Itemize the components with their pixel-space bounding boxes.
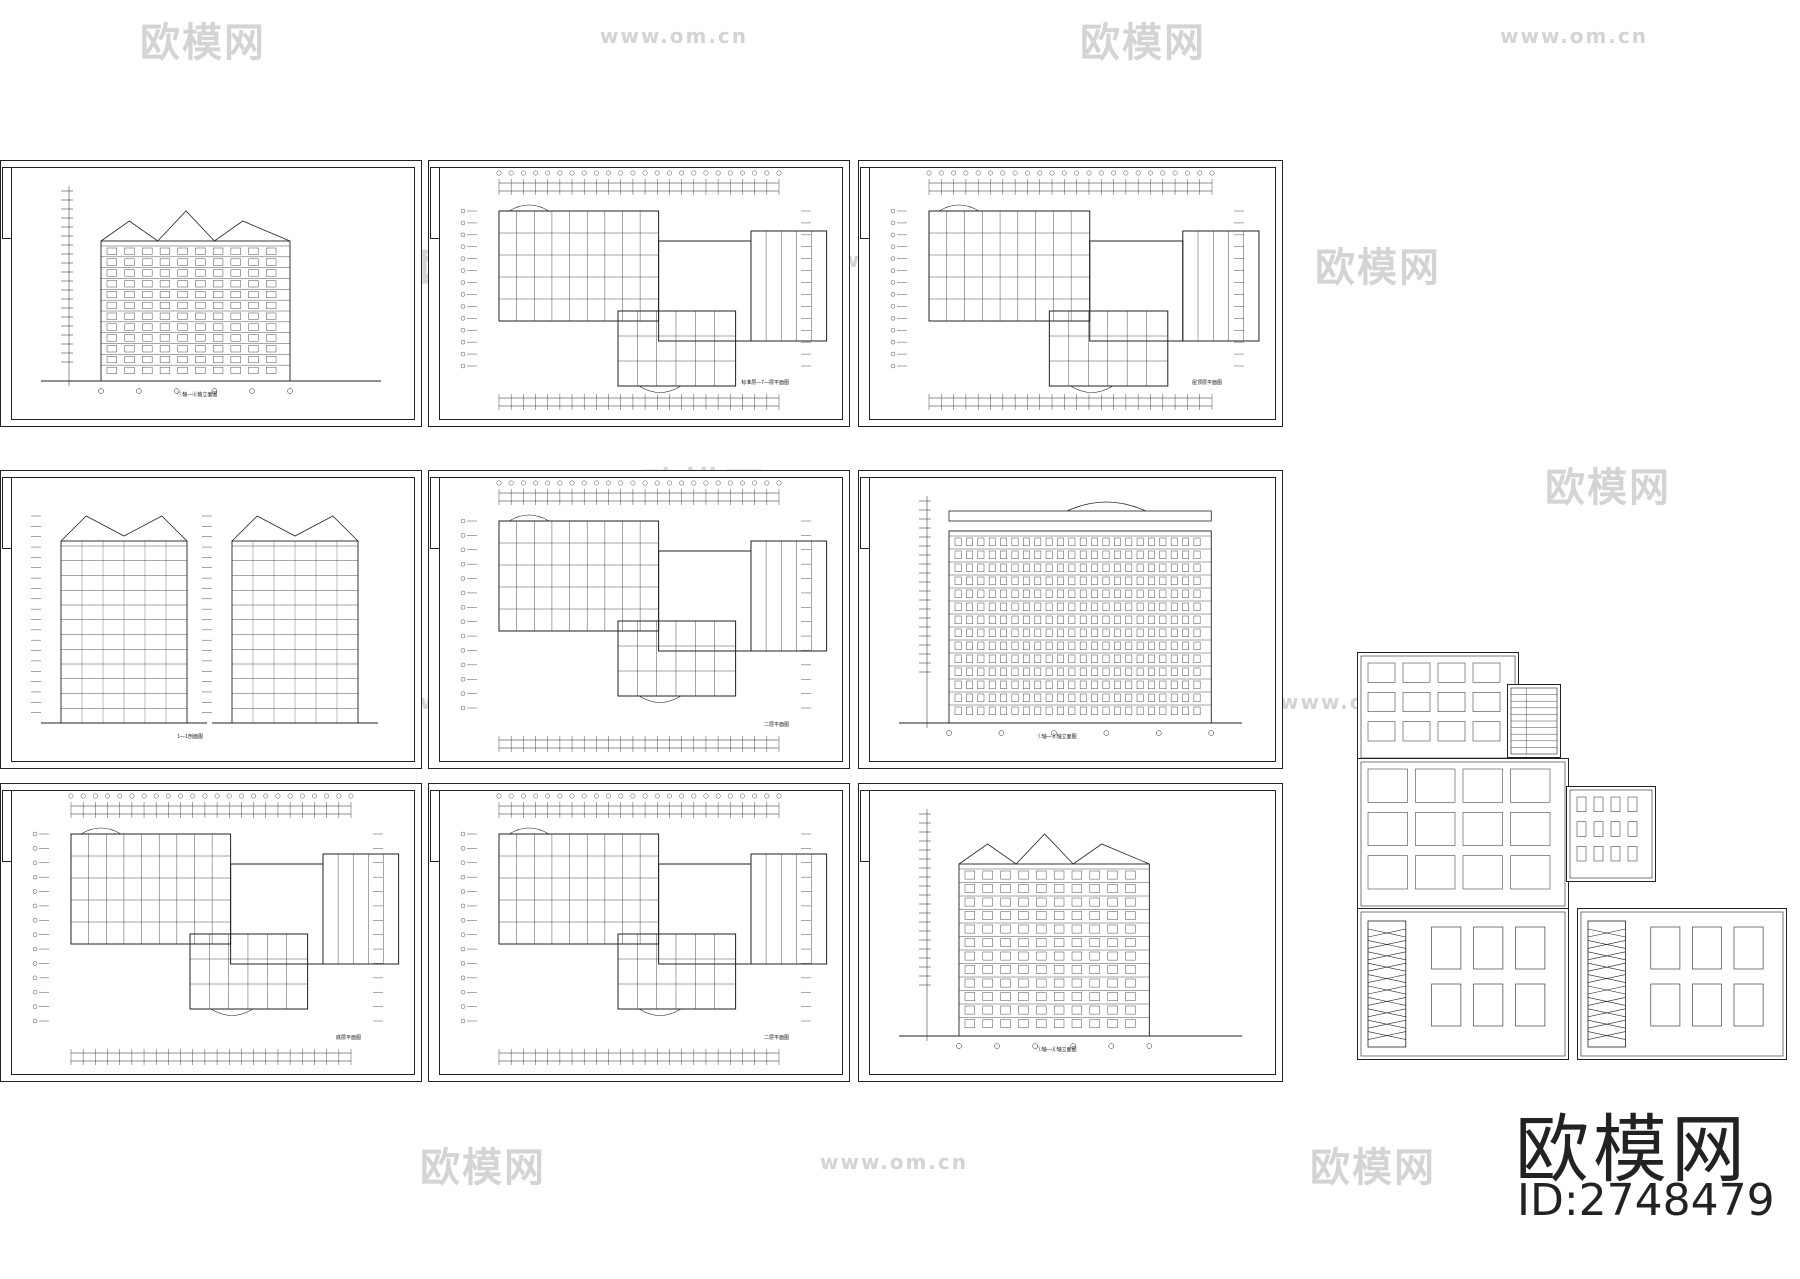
watermark-url: www.om.cn <box>820 1150 969 1174</box>
sheet-drawing <box>890 170 1260 410</box>
watermark-logo: 欧模网 <box>1080 20 1206 66</box>
floor-plan-drawing <box>460 480 828 752</box>
sheet-drawing <box>460 480 828 752</box>
drawing-sheet: 1—1剖面图 <box>0 470 422 769</box>
sheet-drawing <box>899 809 1242 1049</box>
watermark-url: www.om.cn <box>600 24 749 48</box>
sheet-border <box>11 477 415 762</box>
title-strip <box>2 790 12 862</box>
drawing-sheet: 二层平面图 <box>428 783 850 1082</box>
detail-drawing <box>1360 761 1566 907</box>
floor-plan-drawing <box>32 793 400 1065</box>
title-strip <box>860 477 870 549</box>
detail-drawing <box>1569 789 1653 879</box>
elevation-drawing <box>41 186 381 394</box>
sheet-border <box>869 167 1276 420</box>
detail-drawing <box>1580 911 1784 1057</box>
detail-drawing <box>1510 687 1558 755</box>
sheet-caption: 1—1剖面图 <box>177 734 203 740</box>
title-strip <box>2 477 12 549</box>
watermark-logo: 欧模网 <box>140 20 266 66</box>
title-strip <box>2 167 12 239</box>
elevation-drawing <box>899 809 1242 1049</box>
section-drawing <box>31 515 378 724</box>
sheet-caption: 二层平面图 <box>763 1035 789 1041</box>
title-strip <box>430 477 440 549</box>
title-strip <box>860 790 870 862</box>
title-strip <box>430 790 440 862</box>
sheet-border <box>869 790 1276 1075</box>
sheet-drawing <box>460 170 828 410</box>
drawing-sheet: ①轴—⑥轴立面图 <box>858 470 1283 769</box>
detail-sheet <box>1357 758 1569 910</box>
sheet-caption: 二层平面图 <box>763 722 789 728</box>
drawing-sheet: 二层平面图 <box>428 470 850 769</box>
detail-sheet <box>1357 908 1569 1060</box>
sheet-drawing <box>31 515 378 724</box>
sheet-drawing <box>41 186 381 394</box>
detail-drawing <box>1360 911 1566 1057</box>
brand-logo-text: 欧模网 <box>1515 1107 1749 1193</box>
watermark-url: www.om.cn <box>1500 24 1649 48</box>
sheet-caption: ①轴—⑥轴立面图 <box>177 392 218 398</box>
elevation-drawing <box>899 496 1242 736</box>
sheet-border <box>439 477 843 762</box>
sheet-border <box>11 790 415 1075</box>
drawing-sheet: 屋顶层平面图 <box>858 160 1283 427</box>
sheet-border <box>11 167 415 420</box>
title-strip <box>860 167 870 239</box>
sheet-drawing <box>899 496 1242 736</box>
detail-sheet <box>1577 908 1787 1060</box>
model-id-label: ID:2748479 <box>1517 1175 1775 1226</box>
sheet-caption: 底层平面图 <box>335 1035 361 1041</box>
sheet-border <box>869 477 1276 762</box>
title-strip <box>430 167 440 239</box>
detail-sheet <box>1566 786 1656 882</box>
sheet-caption: 标准层—7—层平面图 <box>741 380 789 386</box>
drawing-sheet: 底层平面图 <box>0 783 422 1082</box>
floor-plan-drawing <box>890 170 1260 410</box>
watermark-logo: 欧模网 <box>1310 1145 1436 1191</box>
sheet-drawing <box>460 793 828 1065</box>
drawing-sheet: ①轴—⑥轴立面图 <box>858 783 1283 1082</box>
detail-sheet <box>1507 684 1561 758</box>
floor-plan-drawing <box>460 170 828 410</box>
watermark-logo: 欧模网 <box>420 1145 546 1191</box>
sheet-border <box>439 167 843 420</box>
sheet-caption: ①轴—⑥轴立面图 <box>1036 1047 1077 1053</box>
watermark-logo: 欧模网 <box>1315 245 1441 291</box>
sheet-caption: 屋顶层平面图 <box>1191 380 1222 386</box>
watermark-logo: 欧模网 <box>1545 465 1671 511</box>
sheet-drawing <box>32 793 400 1065</box>
drawing-sheet: ①轴—⑥轴立面图 <box>0 160 422 427</box>
drawing-sheet: 标准层—7—层平面图 <box>428 160 850 427</box>
detail-sheet <box>1357 652 1519 762</box>
detail-drawing <box>1360 655 1516 759</box>
floor-plan-drawing <box>460 793 828 1065</box>
sheet-border <box>439 790 843 1075</box>
sheet-caption: ①轴—⑥轴立面图 <box>1036 734 1077 740</box>
